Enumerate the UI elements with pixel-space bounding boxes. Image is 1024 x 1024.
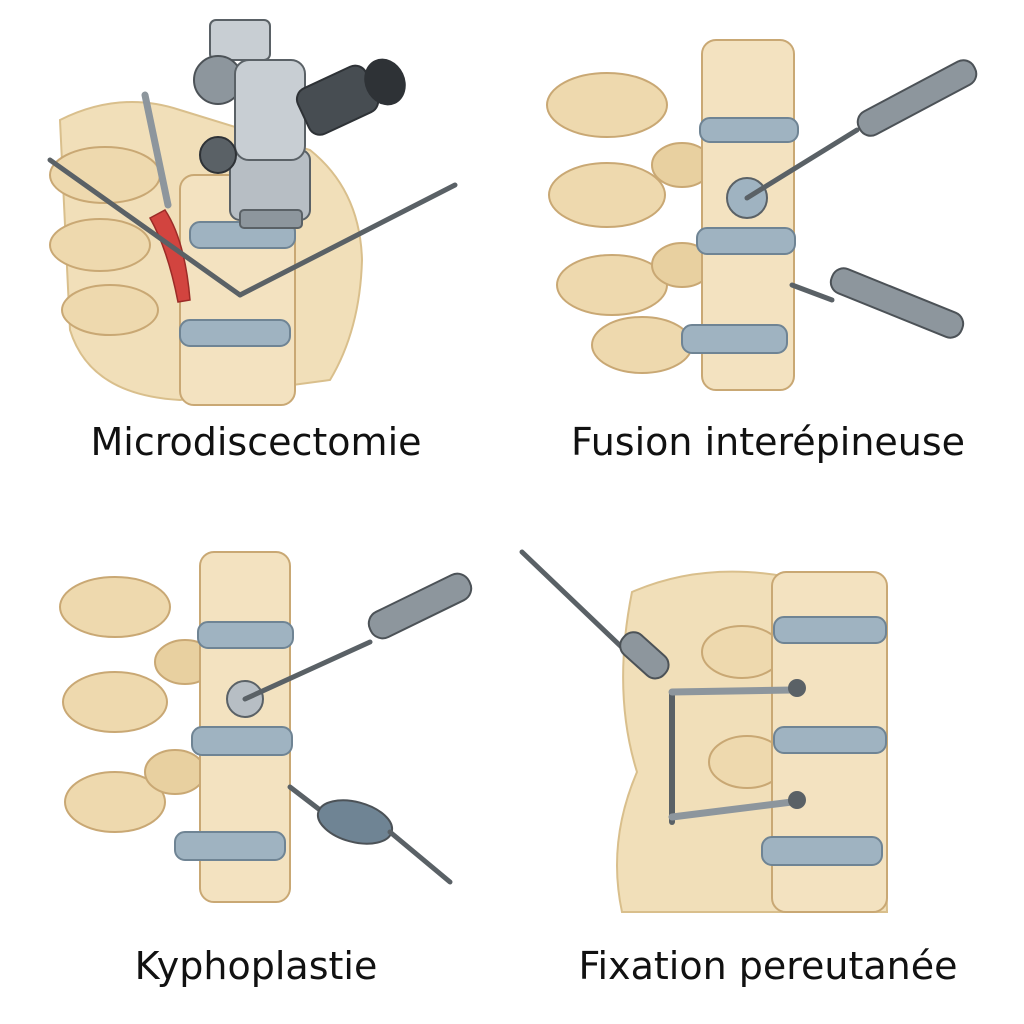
- spinous-process: [59, 576, 171, 638]
- spinous-process: [61, 284, 159, 336]
- intervertebral-disc: [773, 726, 887, 754]
- panel-fusion-interepineuse: Fusion interépineuse: [512, 0, 1024, 512]
- caption-fixation-pereutanee: Fixation pereutanée: [578, 944, 958, 988]
- screw-rod-icon: [668, 679, 806, 825]
- spinous-process: [548, 162, 666, 228]
- spinous-process: [556, 254, 668, 316]
- panel-kyphoplastie: Kyphoplastie: [0, 512, 512, 1024]
- caption-microdiscectomie: Microdiscectomie: [90, 420, 422, 464]
- panel-microdiscectomie: Microdiscectomie: [0, 0, 512, 512]
- intervertebral-disc: [179, 319, 291, 347]
- spinous-process: [701, 625, 783, 679]
- intervertebral-disc: [761, 836, 883, 866]
- caption-kyphoplastie: Kyphoplastie: [134, 944, 378, 988]
- cannula-icon: [242, 572, 473, 702]
- caption-fusion-interepineuse: Fusion interépineuse: [570, 420, 966, 464]
- panel-fixation-pereutanee: Fixation pereutanée: [512, 512, 1024, 1024]
- percutaneous-fixation-illustration: [519, 549, 889, 913]
- insertion-tool-icon: [519, 549, 670, 680]
- spinous-process: [64, 771, 166, 833]
- spinous-process: [546, 72, 668, 138]
- suction-tube-icon: [141, 91, 172, 209]
- cannula-icon: [789, 267, 965, 339]
- spinous-process: [49, 218, 151, 272]
- intervertebral-disc: [191, 726, 293, 756]
- facet-joint: [144, 749, 206, 795]
- intervertebral-disc: [681, 324, 788, 354]
- balloon-catheter-icon: [287, 784, 453, 885]
- cannula-icon: [744, 59, 978, 201]
- interspinous-fusion-illustration: [546, 39, 978, 391]
- retractor-icon: [47, 157, 243, 298]
- intervertebral-disc: [174, 831, 286, 861]
- intervertebral-disc: [696, 227, 796, 255]
- spinous-process: [49, 146, 161, 204]
- intervertebral-disc: [197, 621, 294, 649]
- microscope-icon: [193, 19, 406, 229]
- intervertebral-disc: [773, 616, 887, 644]
- spinous-process: [591, 316, 693, 374]
- spinous-process: [62, 671, 168, 733]
- kyphoplasty-illustration: [59, 551, 473, 903]
- intervertebral-disc: [699, 117, 799, 143]
- retractor-icon: [237, 182, 458, 298]
- microdiscectomy-illustration: [47, 19, 458, 406]
